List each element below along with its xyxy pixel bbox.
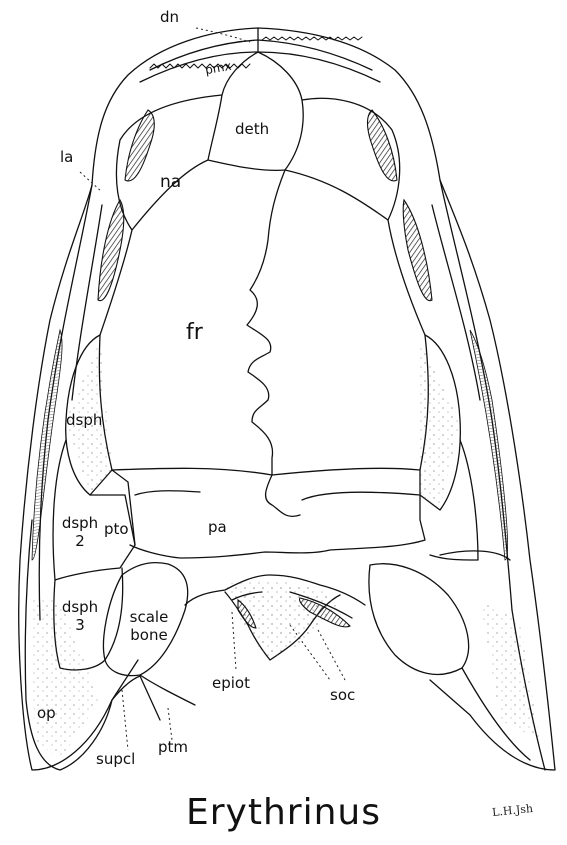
label-dn: dn: [160, 10, 179, 25]
label-scale-bone: scale bone: [124, 610, 174, 643]
teeth-right: [262, 37, 362, 40]
label-dsph-2-line2: 2: [58, 534, 102, 549]
leader-epiot: [232, 612, 236, 670]
hatched-orbit-left-lower: [98, 200, 124, 301]
label-deth: deth: [235, 122, 269, 137]
label-scale-bone-line2: bone: [124, 628, 174, 643]
label-ptm: ptm: [158, 740, 188, 755]
figure-title: Erythrinus: [0, 793, 567, 833]
label-pa: pa: [208, 520, 227, 535]
label-supcl: supcl: [96, 752, 135, 767]
label-dsph: dsph: [66, 413, 102, 428]
label-fr: fr: [186, 322, 203, 344]
label-dsph-2: dsph 2: [58, 516, 102, 549]
right-scale-bone: [369, 564, 469, 675]
label-dsph-3-line2: 3: [58, 618, 102, 633]
label-na: na: [160, 175, 181, 190]
label-pto: pto: [104, 522, 129, 537]
label-op: op: [37, 706, 56, 721]
leader-ptm: [168, 708, 172, 740]
hatched-orbit-right-lower: [403, 200, 432, 301]
leader-supcl: [122, 690, 128, 750]
right-ridge: [440, 180, 512, 610]
leader-soc-2: [318, 630, 345, 680]
label-soc: soc: [330, 688, 355, 703]
label-dsph-3: dsph 3: [58, 600, 102, 633]
label-epiot: epiot: [212, 676, 250, 691]
label-dsph-2-line1: dsph: [58, 516, 102, 531]
frontal-suture: [247, 170, 285, 475]
hatched-orbit-left-upper: [125, 110, 154, 181]
leader-dn: [196, 28, 250, 42]
hatched-cheek-right: [470, 330, 508, 560]
label-la: la: [60, 150, 73, 165]
teeth-left: [150, 64, 250, 68]
label-scale-bone-line1: scale: [124, 610, 174, 625]
posttemporal: [140, 675, 195, 705]
hatched-orbit-right-upper: [368, 110, 398, 181]
label-dsph-3-line1: dsph: [58, 600, 102, 615]
